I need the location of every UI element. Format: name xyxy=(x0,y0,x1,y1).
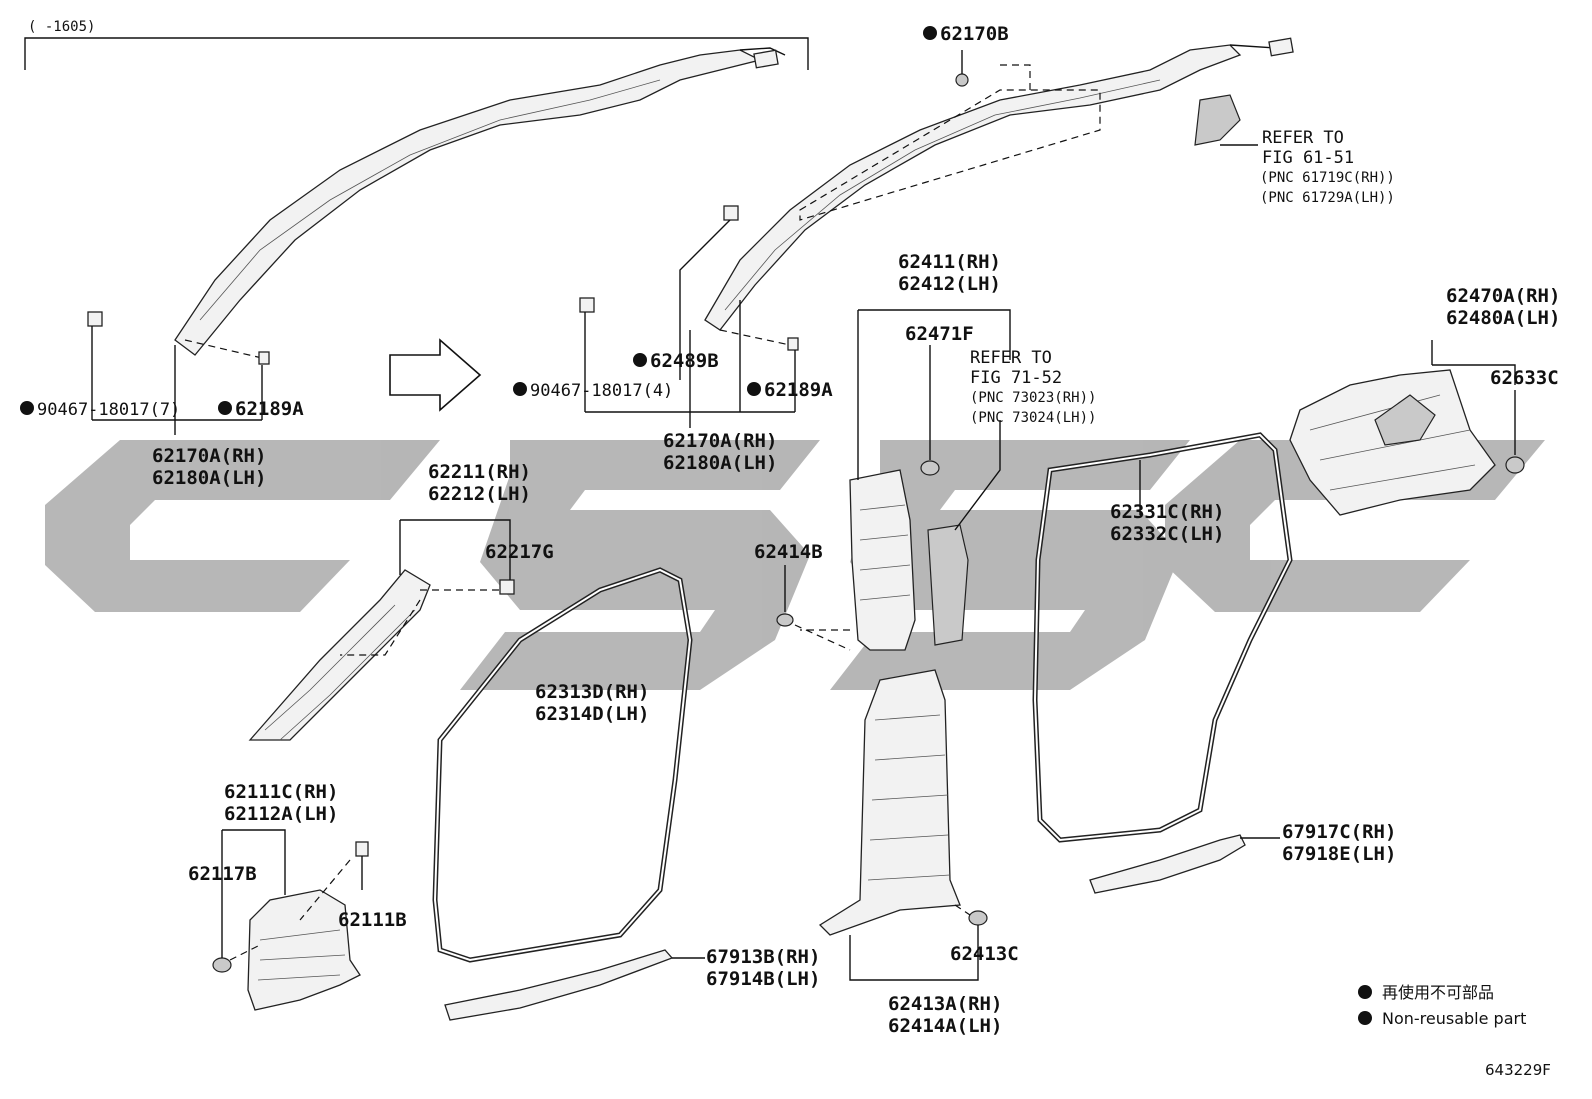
label-refer-61-4: (PNC 61729A(LH)) xyxy=(1260,190,1395,206)
center-pillar-lower-garnish xyxy=(818,669,988,981)
label-62170b: 62170B xyxy=(940,23,1009,45)
part-labels: 62170B REFER TO FIG 61-51 (PNC 61719C(RH… xyxy=(20,23,1560,1037)
label-refer-71-3: (PNC 73023(RH)) xyxy=(970,390,1096,406)
label-62413a: 62413A(RH) xyxy=(888,993,1002,1015)
label-62170a-1: 62170A(RH) xyxy=(152,445,266,467)
clip-62117b-icon xyxy=(212,830,232,973)
rear-scuff-plate xyxy=(1089,834,1280,894)
label-62189a-2: 62189A xyxy=(764,379,833,401)
clip-62111b-icon xyxy=(355,841,369,890)
front-door-weatherstrip xyxy=(432,567,693,963)
non-reusable-marker-icon xyxy=(218,401,232,415)
label-62180a-1: 62180A(LH) xyxy=(152,467,266,489)
rear-door-weatherstrip xyxy=(1032,432,1293,843)
label-refer-61-1: REFER TO xyxy=(1262,128,1344,148)
cowl-side-trim xyxy=(212,829,369,1011)
label-62314d: 62314D(LH) xyxy=(535,703,649,725)
clip-62413c-icon xyxy=(968,910,988,926)
label-62313d: 62313D(RH) xyxy=(535,681,649,703)
seatbelt-anchor-cover-icon xyxy=(927,524,969,646)
label-67917c: 67917C(RH) xyxy=(1282,821,1396,843)
label-62111b: 62111B xyxy=(338,909,407,931)
label-refer-61-3: (PNC 61719C(RH)) xyxy=(1260,170,1395,186)
clip-62489b-icon xyxy=(679,205,739,380)
clip-62217g-icon xyxy=(499,579,515,595)
label-62414b: 62414B xyxy=(754,541,823,563)
label-62111c: 62111C(RH) xyxy=(224,781,338,803)
legend-english: Non-reusable part xyxy=(1382,1009,1526,1028)
label-62471f: 62471F xyxy=(905,323,974,345)
label-67918e: 67918E(LH) xyxy=(1282,843,1396,865)
clip-62633c-icon xyxy=(1505,390,1525,474)
label-62480a: 62480A(LH) xyxy=(1446,307,1560,329)
label-62212: 62212(LH) xyxy=(428,483,531,505)
clip-62189a-right-icon xyxy=(787,337,799,351)
quarter-trim-panel xyxy=(1289,340,1525,516)
label-62189a-1: 62189A xyxy=(235,398,304,420)
label-62414a: 62414A(LH) xyxy=(888,1015,1002,1037)
clip-62189a-icon xyxy=(258,351,270,365)
label-62217g: 62217G xyxy=(485,541,554,563)
label-62180a-2: 62180A(LH) xyxy=(663,452,777,474)
label-62412: 62412(LH) xyxy=(898,273,1001,295)
clip-90467-4-icon xyxy=(579,297,595,412)
non-reusable-marker-icon xyxy=(20,401,34,415)
label-62470a: 62470A(RH) xyxy=(1446,285,1560,307)
bolt-62170b-icon xyxy=(955,50,969,87)
label-refer-71-2: FIG 71-52 xyxy=(970,368,1062,388)
label-62332c: 62332C(LH) xyxy=(1110,523,1224,545)
non-reusable-marker-icon xyxy=(1358,1011,1372,1025)
curtain-airbag-right xyxy=(579,37,1294,428)
non-reusable-marker-icon xyxy=(513,382,527,396)
legend: 再使用不可部品 Non-reusable part xyxy=(1358,983,1526,1028)
clip-62471f-icon xyxy=(920,345,940,476)
label-62170a-2: 62170A(RH) xyxy=(663,430,777,452)
label-90467-4: 90467-18017(4) xyxy=(530,381,673,401)
legend-japanese: 再使用不可部品 xyxy=(1382,983,1494,1002)
figure-id: 643229F xyxy=(1485,1061,1551,1079)
label-62331c: 62331C(RH) xyxy=(1110,501,1224,523)
non-reusable-marker-icon xyxy=(633,353,647,367)
label-67914b: 67914B(LH) xyxy=(706,968,820,990)
label-refer-71-4: (PNC 73024(LH)) xyxy=(970,410,1096,426)
front-scuff-plate xyxy=(444,949,705,1021)
clip-62414b-icon xyxy=(776,565,794,627)
date-bracket: ( -1605) xyxy=(24,19,809,70)
label-62211: 62211(RH) xyxy=(428,461,531,483)
label-62413c: 62413C xyxy=(950,943,1019,965)
label-refer-71-1: REFER TO xyxy=(970,348,1052,368)
label-90467-7: 90467-18017(7) xyxy=(37,400,180,420)
label-67913b: 67913B(RH) xyxy=(706,946,820,968)
curtain-airbag-left xyxy=(87,47,786,435)
clip-icon xyxy=(87,311,103,420)
non-reusable-marker-icon xyxy=(1358,985,1372,999)
label-62411: 62411(RH) xyxy=(898,251,1001,273)
label-62117b: 62117B xyxy=(188,863,257,885)
label-62112a: 62112A(LH) xyxy=(224,803,338,825)
label-refer-61-2: FIG 61-51 xyxy=(1262,148,1354,168)
non-reusable-marker-icon xyxy=(923,26,937,40)
non-reusable-marker-icon xyxy=(747,382,761,396)
center-pillar-upper-garnish xyxy=(776,309,1011,651)
right-arrow-icon xyxy=(389,338,482,412)
front-pillar-garnish xyxy=(248,519,515,741)
label-62489b: 62489B xyxy=(650,350,719,372)
label-62633c: 62633C xyxy=(1490,367,1559,389)
date-range-label: ( -1605) xyxy=(28,19,95,35)
